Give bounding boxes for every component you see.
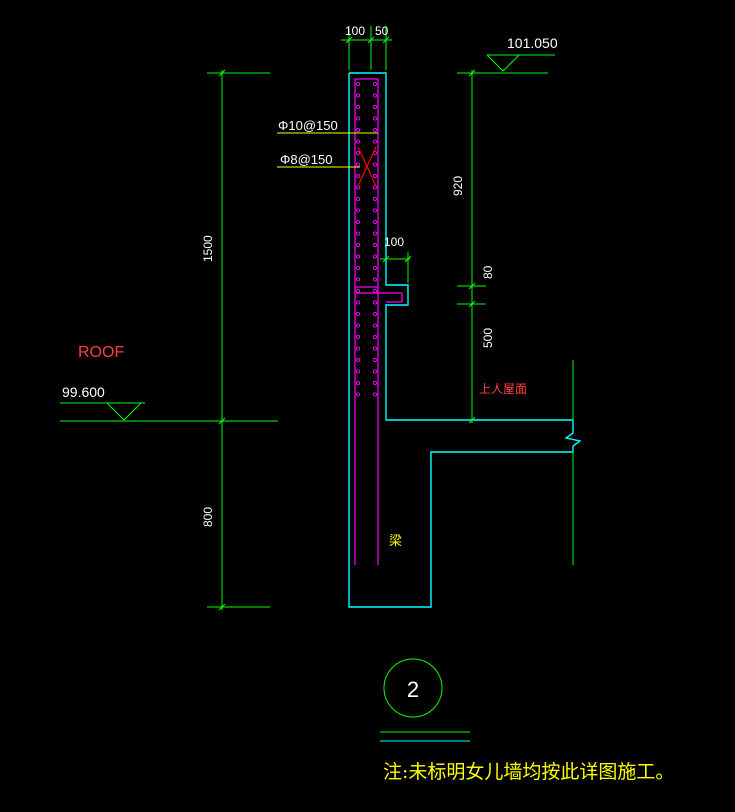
rebar-dot <box>372 185 378 190</box>
tie-hatch <box>357 146 377 187</box>
rebar-dot <box>355 265 361 271</box>
rebar-dot <box>355 104 361 110</box>
rebar-dot <box>355 162 361 167</box>
rebar-dot <box>372 93 378 98</box>
slab-break-line <box>564 420 582 452</box>
rebar-dot <box>355 139 361 144</box>
dim-top-width-2: 50 <box>375 24 389 38</box>
rebar-dot <box>372 219 378 225</box>
rebar-dot <box>355 392 361 397</box>
rebar-dot <box>372 265 378 271</box>
elevation-roof: 99.600 <box>62 384 105 400</box>
rebar-dot <box>355 380 361 386</box>
rebar-dot <box>355 242 361 248</box>
rebar-dot <box>355 254 361 259</box>
rebar-dot <box>355 346 361 351</box>
general-note: 注:未标明女儿墙均按此详图施工。 <box>383 761 674 783</box>
rebar-dot <box>372 116 378 121</box>
rebar-dots <box>355 81 378 397</box>
dim-height-500: 500 <box>481 328 495 348</box>
rebar-dot <box>372 334 378 340</box>
rebar-dot <box>372 173 378 179</box>
rebar-dot <box>372 380 378 386</box>
rebar-dot <box>355 116 361 121</box>
rebar-cage <box>354 78 379 288</box>
rebar-dot <box>372 242 378 248</box>
dim-ledge-width: 100 <box>384 235 404 249</box>
rebar-dot <box>355 323 361 328</box>
rebar-dot <box>372 323 378 328</box>
rebar-dot <box>372 277 378 282</box>
concrete-outline <box>348 72 582 608</box>
rebar-dot <box>355 311 361 317</box>
rebar-dot <box>355 208 361 213</box>
rebar-tie-label: Φ8@150 <box>280 152 333 167</box>
rebar-dot <box>372 369 378 374</box>
rebar-dot <box>355 127 361 133</box>
roof-surface-label: 上人屋面 <box>479 382 527 396</box>
beam-outline <box>348 73 573 608</box>
rebar-main-label: Φ10@150 <box>278 118 338 133</box>
tie-hatch-line-2 <box>357 146 377 187</box>
rebar-dot <box>372 311 378 317</box>
rebar-dot <box>355 369 361 374</box>
detail-marker-circle <box>383 658 443 718</box>
rebar-dot <box>355 300 361 305</box>
rebar-dot <box>355 334 361 340</box>
rebar-dot <box>355 173 361 179</box>
rebar-dot <box>355 288 361 294</box>
rebar-dot <box>355 150 361 156</box>
dimension-texts: 100 50 101.050 99.600 1500 800 920 80 50… <box>62 24 558 527</box>
rebar-dot <box>372 139 378 144</box>
rebar-dot <box>355 277 361 282</box>
rebar-dot <box>355 231 361 236</box>
rebar-dot <box>355 357 361 363</box>
dim-height-1500: 1500 <box>201 235 215 262</box>
leader-lines <box>277 132 378 168</box>
dim-height-80: 80 <box>481 265 495 279</box>
dimension-lines <box>60 26 574 742</box>
roof-label: ROOF <box>78 344 124 361</box>
rebar-dot <box>372 104 378 110</box>
dim-top-width-1: 100 <box>345 24 365 38</box>
rebar-dot <box>355 93 361 98</box>
rebar-dot <box>372 254 378 259</box>
rebar-dot <box>372 357 378 363</box>
rebar-dot <box>372 208 378 213</box>
rebar-dot <box>372 392 378 397</box>
rebar-dot <box>372 346 378 351</box>
rebar-dot <box>355 81 361 87</box>
rebar-dot <box>372 81 378 87</box>
dim-height-800: 800 <box>201 507 215 527</box>
rebar-dot <box>355 185 361 190</box>
detail-number: 2 <box>407 677 419 702</box>
rebar-dot <box>355 219 361 225</box>
annotation-texts: ROOF Φ10@150 Φ8@150 上人屋面 梁 2 注:未标明女儿墙均按此… <box>78 118 674 783</box>
dim-height-920: 920 <box>451 176 465 196</box>
rebar-group <box>354 78 403 565</box>
rebar-dot <box>372 300 378 305</box>
rebar-dot <box>372 196 378 202</box>
rebar-dot <box>372 231 378 236</box>
elevation-top: 101.050 <box>507 35 558 51</box>
rebar-dot <box>355 196 361 202</box>
rebar-dot <box>372 288 378 294</box>
beam-label: 梁 <box>389 533 402 548</box>
rebar-dot <box>372 127 378 133</box>
rebar-dot <box>372 162 378 167</box>
parapet-wall-outline <box>349 72 573 421</box>
